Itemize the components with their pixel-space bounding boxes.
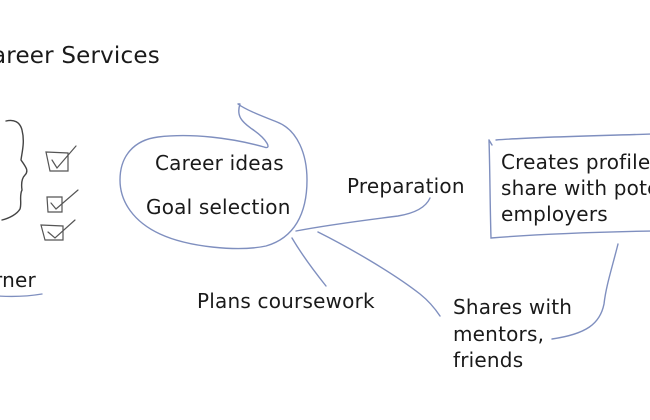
page-title: areer Services bbox=[0, 43, 160, 69]
learner-label: rner bbox=[0, 268, 36, 292]
checkbox-3-icon bbox=[40, 224, 64, 241]
creates-profile-line-3: employers bbox=[501, 202, 608, 226]
creates-profile-line-1: Creates profile bbox=[501, 150, 650, 174]
connector-shares bbox=[317, 231, 441, 317]
checkbox-1-icon bbox=[45, 151, 69, 172]
preparation-label: Preparation bbox=[347, 174, 465, 198]
checkbox-2-icon bbox=[46, 196, 63, 213]
shares-line-2: mentors, bbox=[453, 321, 545, 346]
center-bubble-outline bbox=[119, 103, 308, 250]
learner-head-sketch bbox=[1, 119, 28, 221]
creates-profile-line-2: share with pote bbox=[501, 176, 650, 200]
checkmark-2-icon bbox=[50, 189, 79, 210]
connector-plans bbox=[291, 237, 327, 287]
profile-box-outline bbox=[488, 133, 650, 239]
plans-coursework-label: Plans coursework bbox=[197, 289, 375, 313]
goal-selection-label: Goal selection bbox=[146, 195, 291, 219]
shares-line-1: Shares with bbox=[453, 295, 573, 319]
career-ideas-label: Career ideas bbox=[155, 151, 284, 175]
checklist-icon bbox=[40, 145, 79, 241]
checkmark-1-icon bbox=[51, 145, 77, 170]
learner-underline bbox=[0, 293, 43, 298]
connector-preparation bbox=[295, 197, 431, 232]
checkmark-3-icon bbox=[47, 219, 76, 239]
shares-line-3: friends bbox=[453, 348, 524, 372]
connector-profile-shares bbox=[551, 243, 619, 340]
shares-with-text: Shares with mentors, friends bbox=[453, 294, 572, 374]
creates-profile-text: Creates profile share with pote employer… bbox=[501, 149, 650, 227]
